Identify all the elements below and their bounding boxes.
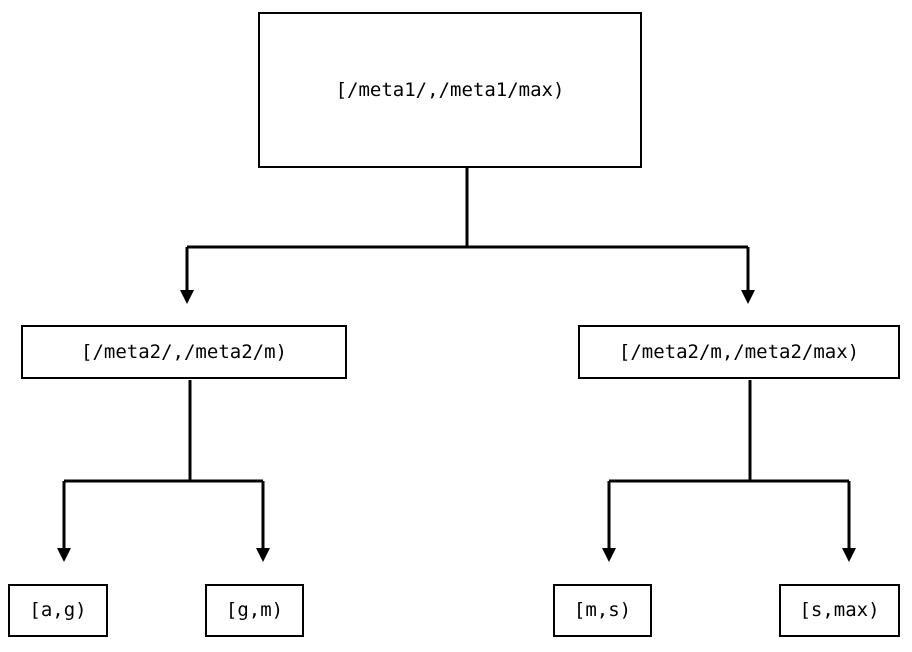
node-root[interactable]: [/meta1/,/meta1/max): [258, 12, 642, 168]
arrowhead-to-leaf-2: [602, 548, 616, 562]
node-leaf-0-label: [a,g): [29, 599, 87, 621]
node-leaf-2[interactable]: [m,s): [553, 584, 652, 637]
arrowhead-to-mid-right: [741, 290, 755, 304]
arrowhead-to-leaf-1: [256, 548, 270, 562]
node-mid-left[interactable]: [/meta2/,/meta2/m): [21, 325, 347, 379]
arrowhead-to-leaf-3: [842, 548, 856, 562]
node-leaf-2-label: [m,s): [573, 599, 632, 621]
node-mid-right[interactable]: [/meta2/m,/meta2/max): [578, 325, 900, 379]
node-leaf-1[interactable]: [g,m): [205, 584, 304, 637]
arrowhead-to-mid-left: [180, 290, 194, 304]
node-mid-left-label: [/meta2/,/meta2/m): [81, 340, 287, 363]
node-leaf-3-label: [s,max): [799, 599, 880, 621]
node-mid-right-label: [/meta2/m,/meta2/max): [618, 340, 860, 363]
node-leaf-0[interactable]: [a,g): [8, 584, 108, 637]
node-leaf-3[interactable]: [s,max): [779, 584, 900, 637]
node-root-label: [/meta1/,/meta1/max): [335, 78, 565, 101]
node-leaf-1-label: [g,m): [225, 599, 284, 621]
arrowhead-to-leaf-0: [57, 548, 71, 562]
